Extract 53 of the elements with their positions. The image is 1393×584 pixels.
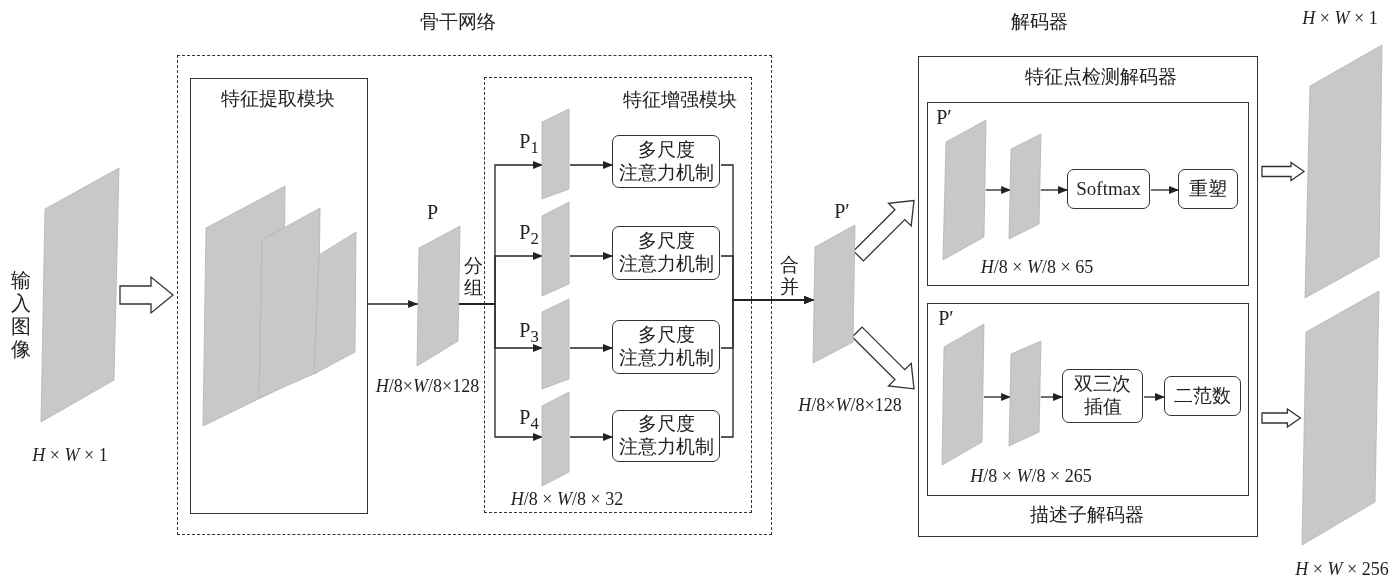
dimension-label: H/8×W/8×128 — [375, 375, 480, 396]
arrow — [569, 252, 614, 260]
block-arrow — [852, 199, 915, 262]
dimension-label: H × W × 1 — [1302, 7, 1378, 29]
process-box: Softmax — [1067, 169, 1150, 209]
arrow — [1040, 186, 1069, 194]
map-label: P′ — [936, 105, 952, 129]
process-box: 多尺度注意力机制 — [612, 410, 720, 462]
module-title: 描述子解码器 — [1030, 504, 1144, 526]
arrow — [1150, 186, 1180, 194]
map-label: P — [426, 200, 439, 223]
arrow — [367, 300, 419, 308]
edge-label: 分组 — [463, 255, 483, 299]
dimension-label: H × W × 256 — [1295, 558, 1389, 580]
process-box: 多尺度注意力机制 — [612, 226, 720, 280]
dimension-label: H/8 × W/8 × 65 — [980, 256, 1094, 278]
arrow — [569, 161, 614, 169]
arrow — [457, 303, 544, 441]
arrow — [569, 344, 614, 352]
map-label: P′ — [834, 199, 850, 223]
process-box: 重塑 — [1178, 169, 1238, 209]
dimension-label: H/8 × W/8 × 265 — [970, 465, 1092, 487]
map-label: P$_{3}$ — [519, 319, 539, 347]
frame-title: 特征增强模块 — [623, 89, 737, 111]
module-title: 解码器 — [1011, 10, 1068, 33]
module-title: 特征提取模块 — [221, 88, 335, 110]
process-box: 多尺度注意力机制 — [612, 320, 720, 374]
block-arrow — [1261, 407, 1302, 429]
process-box: 多尺度注意力机制 — [612, 135, 720, 188]
map-label: P′ — [938, 306, 954, 330]
block-arrow — [851, 326, 915, 390]
dimension-label: H × W × 1 — [32, 444, 108, 466]
dashed-frame — [483, 76, 752, 513]
module-title: 特征点检测解码器 — [1025, 66, 1177, 88]
process-box: 双三次插值 — [1062, 369, 1143, 423]
map-label: P$_{2}$ — [519, 221, 539, 249]
arrow — [1143, 393, 1166, 401]
arrow — [983, 393, 1012, 401]
map-label: P$_{4}$ — [519, 406, 539, 434]
arrow — [720, 296, 815, 438]
edge-label: 合并 — [779, 254, 799, 298]
module-box — [189, 77, 368, 514]
arrow — [569, 433, 614, 441]
image-label: 输入图像 — [11, 269, 31, 361]
process-box: 二范数 — [1164, 376, 1241, 416]
frame-title: 骨干网络 — [419, 10, 496, 33]
arrow — [985, 186, 1012, 194]
dimension-label: H/8 × W/8 × 32 — [510, 488, 624, 510]
block-arrow — [119, 275, 175, 315]
map-label: P$_{1}$ — [519, 130, 539, 158]
block-arrow — [1261, 161, 1306, 182]
dimension-label: H/8×W/8×128 — [798, 394, 902, 416]
arrow — [1040, 393, 1064, 401]
